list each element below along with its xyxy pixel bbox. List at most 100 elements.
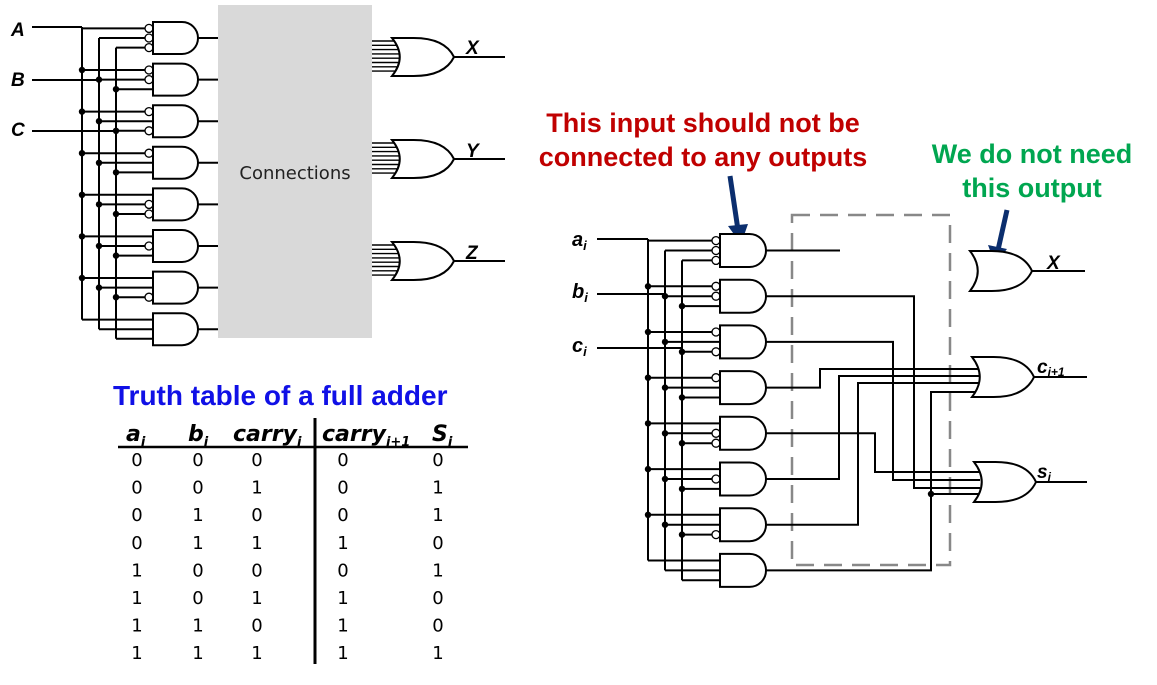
input-label-c: C xyxy=(11,120,25,141)
inverter-bubble xyxy=(711,428,721,438)
header-b: bi xyxy=(188,422,209,450)
left-junction-dot xyxy=(78,191,86,198)
right-and-gate xyxy=(719,461,767,497)
right-junction-dot xyxy=(661,475,669,483)
input-label-ai: ai xyxy=(572,229,587,253)
junction-dot xyxy=(927,490,935,498)
route-wire xyxy=(766,432,980,473)
annotations: This input should not be connected to an… xyxy=(539,108,1133,264)
connections-label: Connections xyxy=(239,163,350,184)
inverter-bubble xyxy=(144,209,154,219)
inverter-bubble xyxy=(144,74,154,85)
left-junction-dot xyxy=(95,242,103,250)
route-wire xyxy=(766,340,980,481)
inverter-bubble xyxy=(711,327,721,337)
inverter-bubble xyxy=(711,255,721,266)
left-and-gate xyxy=(152,104,199,139)
right-routing-wires xyxy=(766,249,980,572)
inverter-bubble xyxy=(144,292,154,302)
or-gate-x xyxy=(967,250,1034,292)
inverter-bubble xyxy=(711,245,721,256)
input-label-bi: bi xyxy=(572,281,588,305)
dashed-region xyxy=(790,213,952,567)
right-junction-dot xyxy=(661,293,669,300)
table-cell: 0 xyxy=(131,505,142,526)
left-junction-dot xyxy=(78,274,86,282)
input-label-b: B xyxy=(11,70,25,91)
table-cell: 1 xyxy=(337,616,348,637)
green-note-line1: We do not need xyxy=(932,139,1133,169)
table-cell: 1 xyxy=(192,533,203,554)
left-and-gate xyxy=(152,145,199,180)
table-cell: 1 xyxy=(432,505,443,526)
table-cell: 1 xyxy=(131,588,142,609)
left-junction-dot xyxy=(95,159,103,166)
table-cell: 0 xyxy=(131,450,142,471)
route-wire xyxy=(766,375,980,480)
table-cell: 1 xyxy=(337,643,348,664)
right-and-gate xyxy=(719,233,767,268)
table-cell: 0 xyxy=(192,588,203,609)
table-cell: 0 xyxy=(337,560,348,581)
inverter-bubble xyxy=(711,235,721,246)
inverter-bubble xyxy=(144,23,154,34)
right-junction-dot xyxy=(644,511,652,518)
right-junction-dot xyxy=(678,485,686,493)
right-and-gates xyxy=(711,233,767,588)
table-cell: 1 xyxy=(337,588,348,609)
input-label-ci: ci xyxy=(572,335,587,359)
right-and-gate xyxy=(719,324,767,360)
table-cell: 1 xyxy=(131,616,142,637)
left-or-gate xyxy=(389,241,456,281)
inverter-bubble xyxy=(144,65,154,75)
table-cell: 0 xyxy=(337,450,348,471)
header-a: ai xyxy=(126,422,146,450)
table-cell: 1 xyxy=(432,478,443,499)
table-cell: 1 xyxy=(251,478,262,499)
table-cell: 0 xyxy=(432,533,443,554)
left-and-gates xyxy=(144,21,199,347)
right-junction-dot xyxy=(661,384,669,391)
inverter-bubble xyxy=(144,126,154,136)
inverter-bubble xyxy=(711,291,721,301)
route-wire xyxy=(766,382,980,526)
or-gate-sum xyxy=(971,461,1038,503)
inverter-bubble xyxy=(711,347,721,357)
table-cell: 0 xyxy=(192,560,203,581)
right-and-gate xyxy=(719,370,767,406)
left-junction-dot xyxy=(78,66,86,74)
left-junction-dot xyxy=(95,284,103,291)
table-cell: 0 xyxy=(432,588,443,609)
left-junction-dot xyxy=(78,233,86,240)
right-and-gate xyxy=(719,552,767,588)
table-cell: 1 xyxy=(432,560,443,581)
inverter-bubble xyxy=(144,106,154,117)
table-cell: 1 xyxy=(337,533,348,554)
inverter-bubble xyxy=(144,33,154,43)
right-junction-dot xyxy=(678,531,686,538)
left-junction-dot xyxy=(112,86,120,93)
connections-box xyxy=(218,5,372,338)
table-cell: 0 xyxy=(251,450,262,471)
right-junction-dot xyxy=(678,348,686,355)
right-junction-dot xyxy=(644,328,652,336)
output-label-x: X xyxy=(465,38,480,59)
route-wire xyxy=(766,368,980,389)
right-junction-dot xyxy=(644,283,652,290)
truth-table-title: Truth table of a full adder xyxy=(113,380,448,411)
truth-table-header: ai bi carryi carryi+1 Si xyxy=(126,422,453,450)
output-label-ci1: ci+1 xyxy=(1037,357,1065,379)
table-cell: 0 xyxy=(432,616,443,637)
table-cell: 1 xyxy=(251,643,262,664)
table-cell: 1 xyxy=(131,643,142,664)
output-label-si: si xyxy=(1037,462,1052,484)
red-note-line1: This input should not be xyxy=(546,108,859,138)
input-label-a: A xyxy=(10,20,25,41)
right-circuit: ai bi ci X ci+1 si xyxy=(572,213,1087,588)
left-or-gate xyxy=(389,139,456,179)
or-gate-carry xyxy=(969,356,1036,398)
right-junction-dot xyxy=(644,374,652,381)
